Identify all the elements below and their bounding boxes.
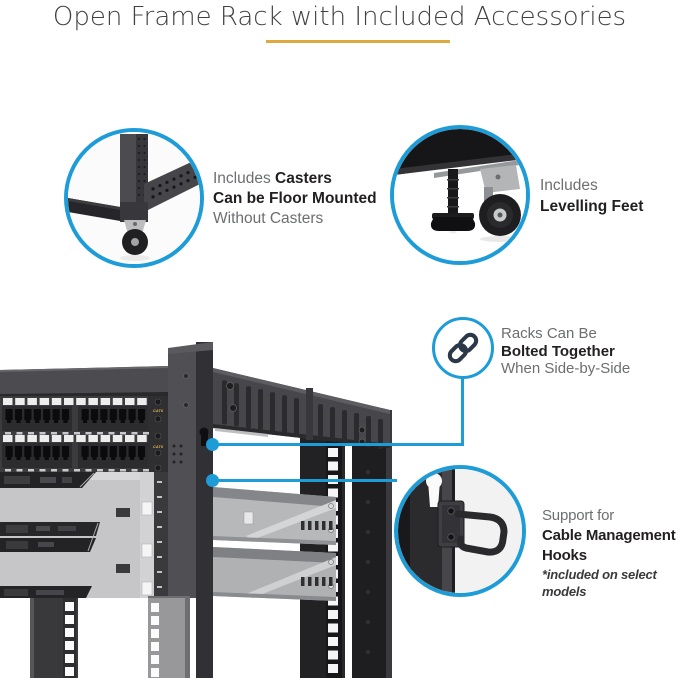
levelling-callout-text: Includes Levelling Feet [540,177,644,215]
patch-panel-ports [2,406,148,468]
server-fronts [0,472,130,598]
bolt-together-circle [432,317,494,379]
mounting-rail-1 [213,487,336,545]
cat6-label: CAT6 [153,444,164,449]
connector-hooks-endpoint [206,474,219,487]
connector-bolted-horizontal [213,443,464,446]
rack-photo: CAT6 CAT6 [0,340,400,678]
link-icon [447,332,479,364]
casters-callout-text: Includes Casters Can be Floor Mounted Wi… [213,170,377,227]
casters-photo-circle [64,128,204,268]
connector-bolted-endpoint [206,438,219,451]
levelling-foot [430,169,476,234]
cat6-label: CAT6 [153,408,164,413]
mounting-rail-2 [213,547,336,601]
page-title: Open Frame Rack with Included Accessorie… [52,2,627,32]
cable-hook-photo [398,469,522,593]
connector-bolted-vertical [461,377,464,445]
title-accent-underline [266,40,450,43]
cable-hook [437,500,508,556]
hooks-callout-text: Support for Cable Management Hooks *incl… [542,507,676,599]
connector-hooks-horizontal [213,479,397,482]
patch-panel-label-strips [3,398,147,442]
rack-illustration: CAT6 CAT6 [0,342,392,678]
caster-under-rack [479,165,521,242]
casters-photo [68,132,200,264]
cable-hook-photo-circle [394,465,526,597]
levelling-feet-photo-circle [390,125,530,265]
bolted-callout-text: Racks Can Be Bolted Together When Side-b… [501,325,631,377]
levelling-feet-photo [394,129,526,261]
